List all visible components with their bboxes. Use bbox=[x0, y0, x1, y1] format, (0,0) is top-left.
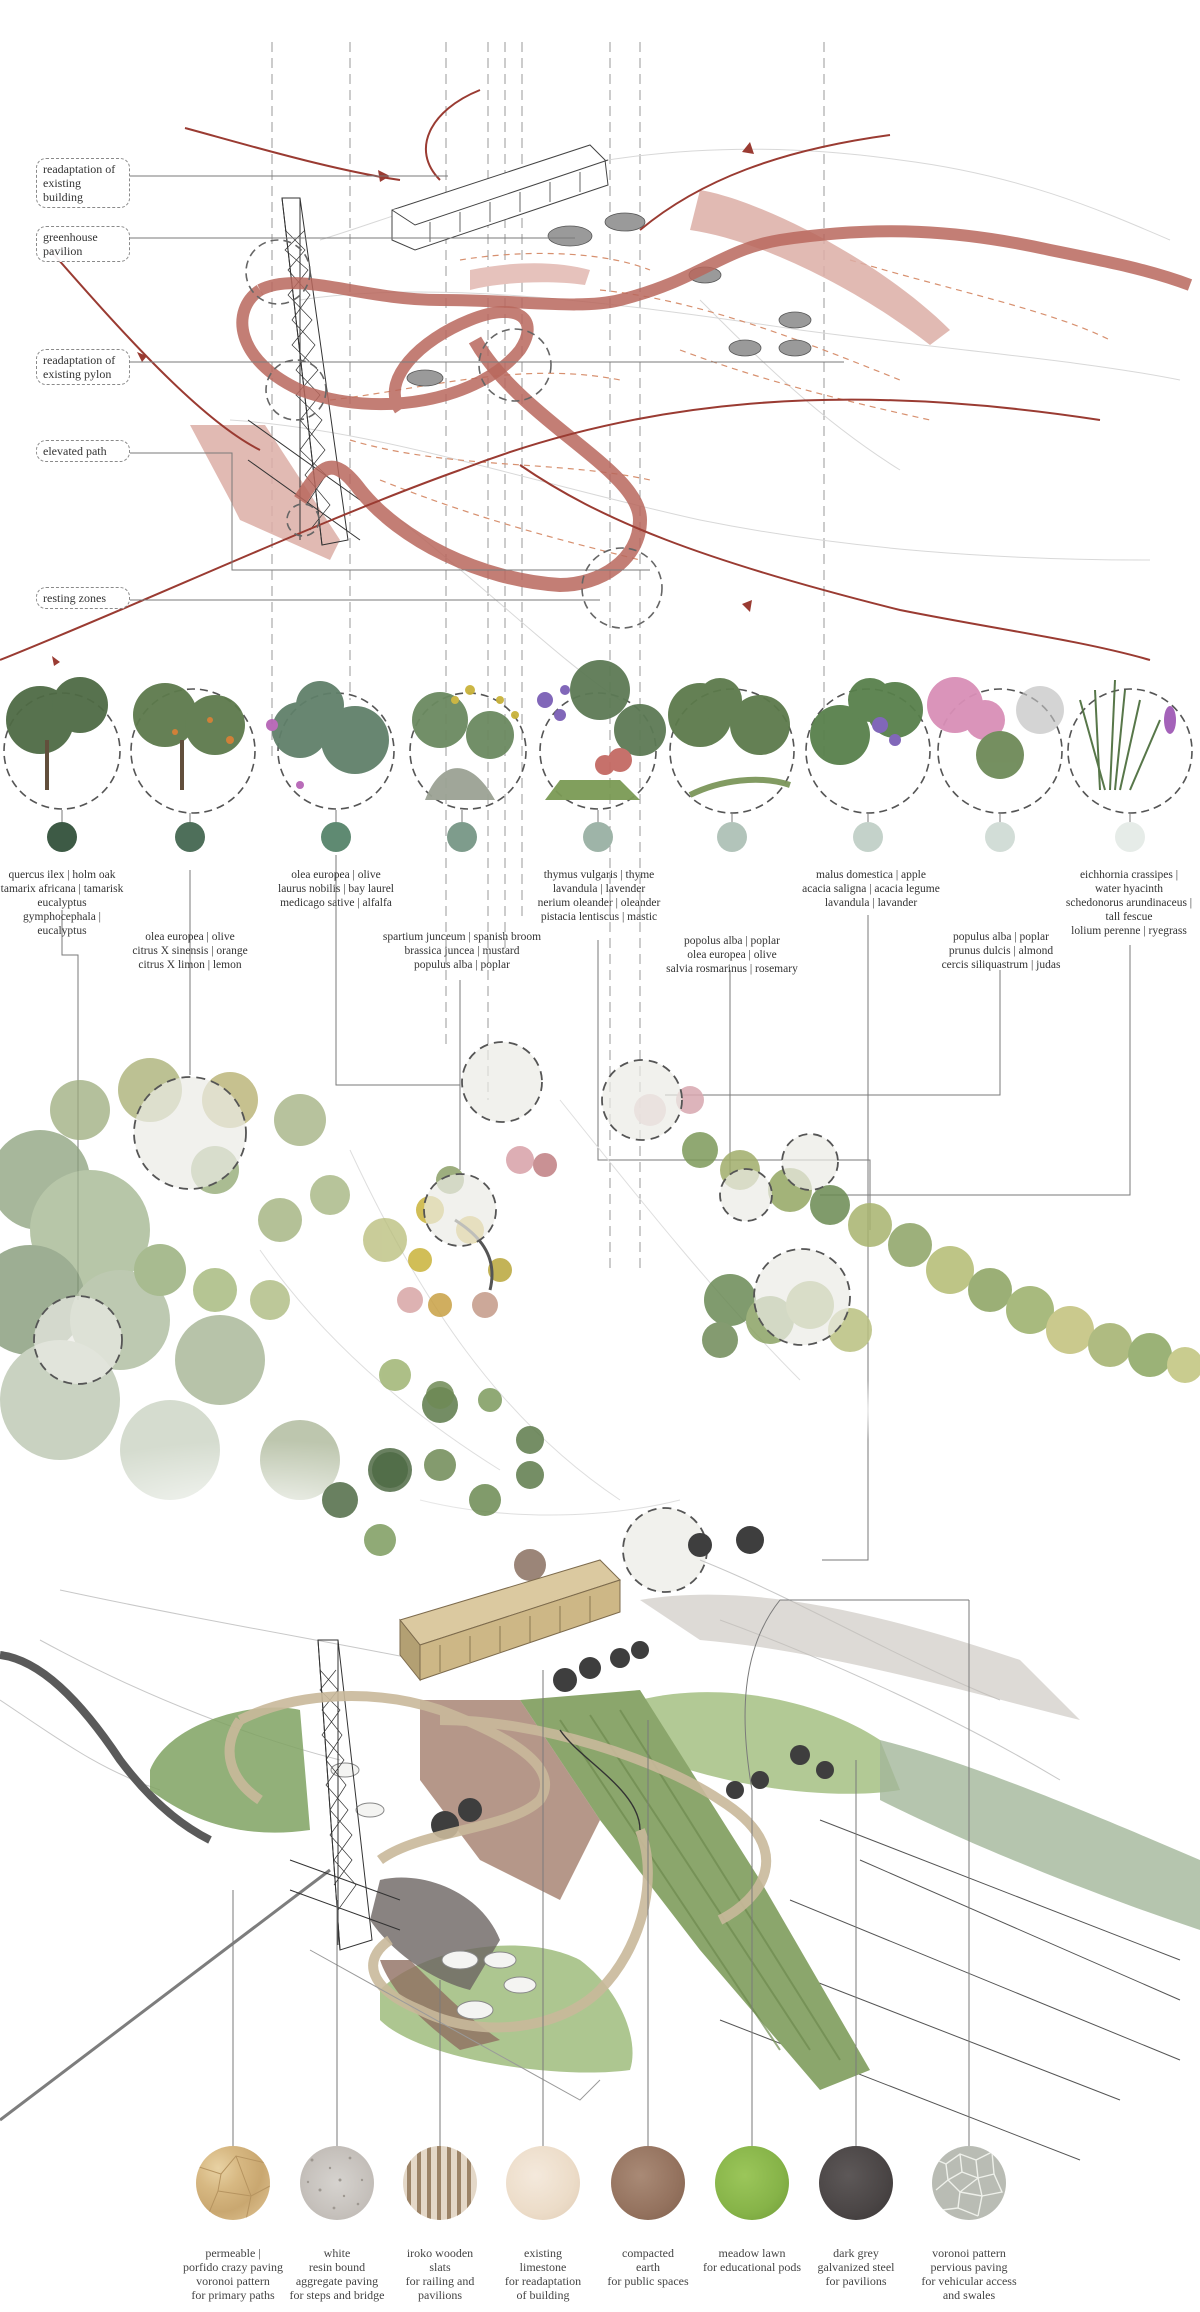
material-label-earth: compacted earth for public spaces bbox=[607, 2246, 689, 2288]
plant-label-4: spartium junceum | spanish broom brassic… bbox=[382, 931, 542, 971]
voronoi-swatch bbox=[932, 2146, 1006, 2220]
plant-swatch-3 bbox=[321, 822, 351, 852]
material-label-wood-slats: iroko wooden slats for railing and pavil… bbox=[405, 2246, 475, 2302]
wood-slats-swatch bbox=[403, 2146, 477, 2220]
plant-label-6: popolus alba | poplar olea europea | oli… bbox=[666, 935, 798, 975]
steel-swatch bbox=[819, 2146, 893, 2220]
swatch-stubs bbox=[61, 810, 1131, 822]
annotation-readaptation-building: readaptation of existing building bbox=[36, 158, 130, 208]
top-axonometric bbox=[0, 89, 1193, 701]
plant-label-7: malus domestica | apple acacia saligna |… bbox=[802, 869, 940, 909]
earth-swatch bbox=[611, 2146, 685, 2220]
crazy-paving-swatch bbox=[196, 2146, 270, 2220]
limestone-swatch bbox=[506, 2146, 580, 2220]
annotation-resting-zones: resting zones bbox=[36, 587, 130, 609]
plant-swatch-8 bbox=[985, 822, 1015, 852]
plant-label-8: populus alba | poplar prunus dulcis | al… bbox=[941, 931, 1061, 971]
plant-swatch-5 bbox=[583, 822, 613, 852]
annotation-greenhouse-pavilion: greenhouse pavilion bbox=[36, 226, 130, 262]
plant-swatch-4 bbox=[447, 822, 477, 852]
resin-aggregate-swatch bbox=[300, 2146, 374, 2220]
material-label-resin-aggregate: white resin bound aggregate paving for s… bbox=[289, 2246, 385, 2302]
plant-swatch-6 bbox=[717, 822, 747, 852]
plant-palette-row bbox=[3, 660, 1193, 814]
material-label-limestone: existing limestone for readaptation of b… bbox=[504, 2246, 582, 2302]
plant-swatch-1 bbox=[47, 822, 77, 852]
material-label-voronoi: voronoi pattern pervious paving for vehi… bbox=[921, 2246, 1017, 2302]
plant-label-2: olea europea | olive citrus X sinensis |… bbox=[132, 931, 248, 971]
material-label-crazy-paving: permeable | porfido crazy paving voronoi… bbox=[183, 2246, 283, 2302]
material-leaders bbox=[232, 1599, 970, 2146]
annotation-readaptation-pylon: readaptation of existing pylon bbox=[36, 349, 130, 385]
masterplan bbox=[0, 1526, 1200, 2161]
material-label-lawn: meadow lawn for educational pods bbox=[703, 2246, 801, 2274]
annotation-elevated-path: elevated path bbox=[36, 440, 130, 462]
tree-scene bbox=[0, 1041, 1200, 1600]
lawn-swatch bbox=[715, 2146, 789, 2220]
plant-label-9: eichhornia crassipes | water hyacinth sc… bbox=[1065, 869, 1193, 937]
plant-label-5: thymus vulgaris | thyme lavandula | lave… bbox=[537, 869, 661, 923]
plant-swatch-9 bbox=[1115, 822, 1145, 852]
plant-swatch-2 bbox=[175, 822, 205, 852]
material-label-steel: dark grey galvanized steel for pavilions bbox=[817, 2246, 895, 2288]
plant-label-1: quercus ilex | holm oak tamarix africana… bbox=[0, 869, 124, 937]
plant-swatch-7 bbox=[853, 822, 883, 852]
plant-label-3: olea europea | olive laurus nobilis | ba… bbox=[278, 869, 394, 909]
